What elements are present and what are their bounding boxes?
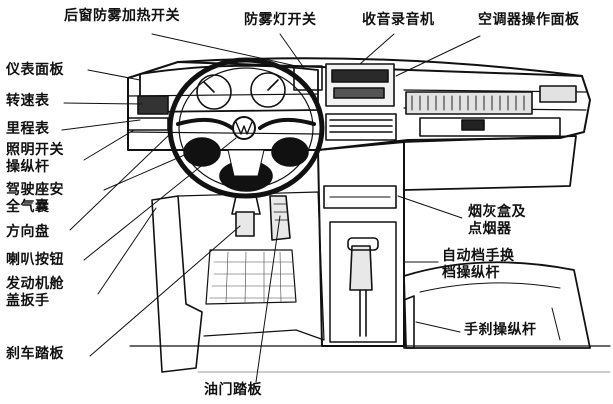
label-accelerator-pedal: 油门踏板 (204, 382, 262, 398)
label-steering-wheel: 方向盘 (6, 224, 50, 240)
center-console (317, 141, 405, 347)
ashtray-lighter (323, 185, 397, 209)
label-hood-release: 发动机舱 盖扳手 (6, 276, 64, 309)
shift-lever (349, 245, 373, 291)
glove-box (403, 135, 577, 191)
shift-gate (329, 221, 397, 343)
label-odometer: 里程表 (6, 121, 50, 137)
speedometer-gauge (250, 72, 286, 108)
label-rear-defog-switch: 后窗防雾加热开关 (64, 8, 180, 24)
ac-vent-row (325, 113, 397, 141)
label-auto-shift-lever: 自动档手换 档操纵杆 (442, 248, 515, 281)
passenger-seat (403, 261, 591, 349)
horn-emblem (232, 116, 256, 140)
floor-mat (205, 249, 297, 305)
label-ac-panel: 空调器操作面板 (478, 12, 580, 28)
label-lighting-switch: 照明开关 操纵杆 (6, 142, 64, 175)
label-driver-airbag: 驾驶座安 全气囊 (6, 182, 64, 215)
label-brake-pedal: 刹车踏板 (6, 346, 64, 362)
brake-pedal-shape (235, 211, 255, 237)
label-instrument-panel: 仪表面板 (6, 62, 64, 78)
label-handbrake: 手刹操纵杆 (464, 322, 537, 338)
label-ashtray-lighter: 烟灰盒及 点烟器 (468, 204, 526, 237)
steering-column (231, 195, 261, 215)
dashboard-outline (127, 61, 591, 151)
ac-control-panel (405, 91, 533, 115)
instrument-cluster (139, 64, 319, 113)
steering-wheel-drawing (167, 57, 325, 199)
label-radio-cassette: 收音录音机 (362, 12, 435, 28)
label-horn-button: 喇叭按钮 (6, 252, 64, 268)
label-tachometer: 转速表 (6, 93, 50, 109)
label-fog-light-switch: 防雾灯开关 (244, 12, 317, 28)
